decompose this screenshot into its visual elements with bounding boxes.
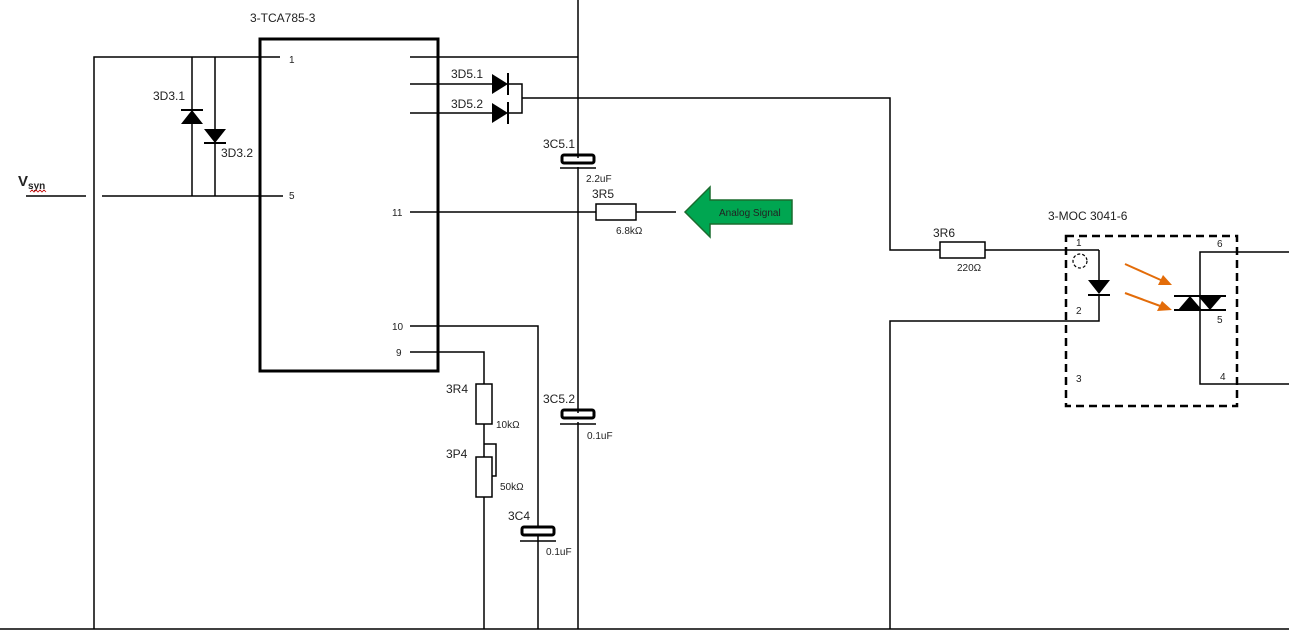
moc-pin-4: 4 <box>1220 372 1226 383</box>
moc-pin-1: 1 <box>1076 238 1082 249</box>
potentiometer-3p4-symbol <box>475 456 493 498</box>
resistor-3r6-value: 220Ω <box>957 263 982 274</box>
capacitor-3c4-value: 0.1uF <box>546 547 572 558</box>
diode-3d3-1-symbol <box>181 110 203 124</box>
vsyn-main: V <box>18 173 28 190</box>
resistor-3r5-symbol <box>595 203 637 221</box>
diode-3d3-2-symbol <box>204 129 226 143</box>
capacitor-3c5-2-symbol <box>560 408 596 420</box>
led-symbol <box>1088 280 1110 294</box>
resistor-3r5-label: 3R5 <box>592 187 614 201</box>
moc-pin-5: 5 <box>1217 315 1223 326</box>
vsyn-sub: syn <box>28 181 45 192</box>
wires <box>0 0 1289 630</box>
capacitor-3c5-2-value: 0.1uF <box>587 431 613 442</box>
vsyn-label: Vsyn <box>18 173 47 193</box>
diode-3d5-2-label: 3D5.2 <box>451 97 483 111</box>
capacitor-3c5-1-label: 3C5.1 <box>543 137 575 151</box>
resistor-3r6-symbol <box>939 241 986 259</box>
resistor-3r6-label: 3R6 <box>933 226 955 240</box>
analog-signal-arrow: Analog Signal <box>683 185 793 239</box>
ic-pin-11: 11 <box>392 208 403 219</box>
moc-pin-6: 6 <box>1217 239 1223 250</box>
capacitor-3c5-1-value: 2.2uF <box>586 174 612 185</box>
capacitor-3c4-symbol <box>520 525 556 537</box>
ic-pin-1: 1 <box>289 55 295 66</box>
moc-title: 3-MOC 3041-6 <box>1048 209 1128 223</box>
ic-pin-5: 5 <box>289 191 295 202</box>
moc-pin1-indicator <box>1072 253 1088 269</box>
diode-3d5-2-symbol <box>492 103 508 123</box>
resistor-3r4-value: 10kΩ <box>496 420 520 431</box>
ic-title: 3-TCA785-3 <box>250 11 316 25</box>
potentiometer-3p4-label: 3P4 <box>446 447 468 461</box>
moc-pin-2: 2 <box>1076 306 1082 317</box>
capacitor-3c4-label: 3C4 <box>508 509 530 523</box>
triac-symbol <box>1174 295 1226 311</box>
spellcheck-squiggle <box>29 189 47 193</box>
ic-body <box>258 37 440 373</box>
moc-package-outline <box>1064 234 1239 408</box>
capacitor-3c5-2-label: 3C5.2 <box>543 392 575 406</box>
ic-pin-10: 10 <box>392 322 404 333</box>
analog-signal-label: Analog Signal <box>719 208 781 219</box>
moc-pin-3: 3 <box>1076 374 1082 385</box>
diode-3d5-1-symbol <box>492 74 508 94</box>
capacitor-3c5-1-symbol <box>560 153 596 165</box>
light-emission-arrows <box>1124 263 1172 311</box>
resistor-3r4-label: 3R4 <box>446 382 468 396</box>
resistor-3r4-symbol <box>475 383 493 425</box>
diode-3d5-1-label: 3D5.1 <box>451 67 483 81</box>
diode-3d3-2-label: 3D3.2 <box>221 146 253 160</box>
svg-text:Vsyn: Vsyn <box>18 173 45 192</box>
ic-pin-9: 9 <box>396 348 402 359</box>
diode-3d3-1-label: 3D3.1 <box>153 89 185 103</box>
potentiometer-3p4-value: 50kΩ <box>500 482 524 493</box>
resistor-3r5-value: 6.8kΩ <box>616 226 643 237</box>
